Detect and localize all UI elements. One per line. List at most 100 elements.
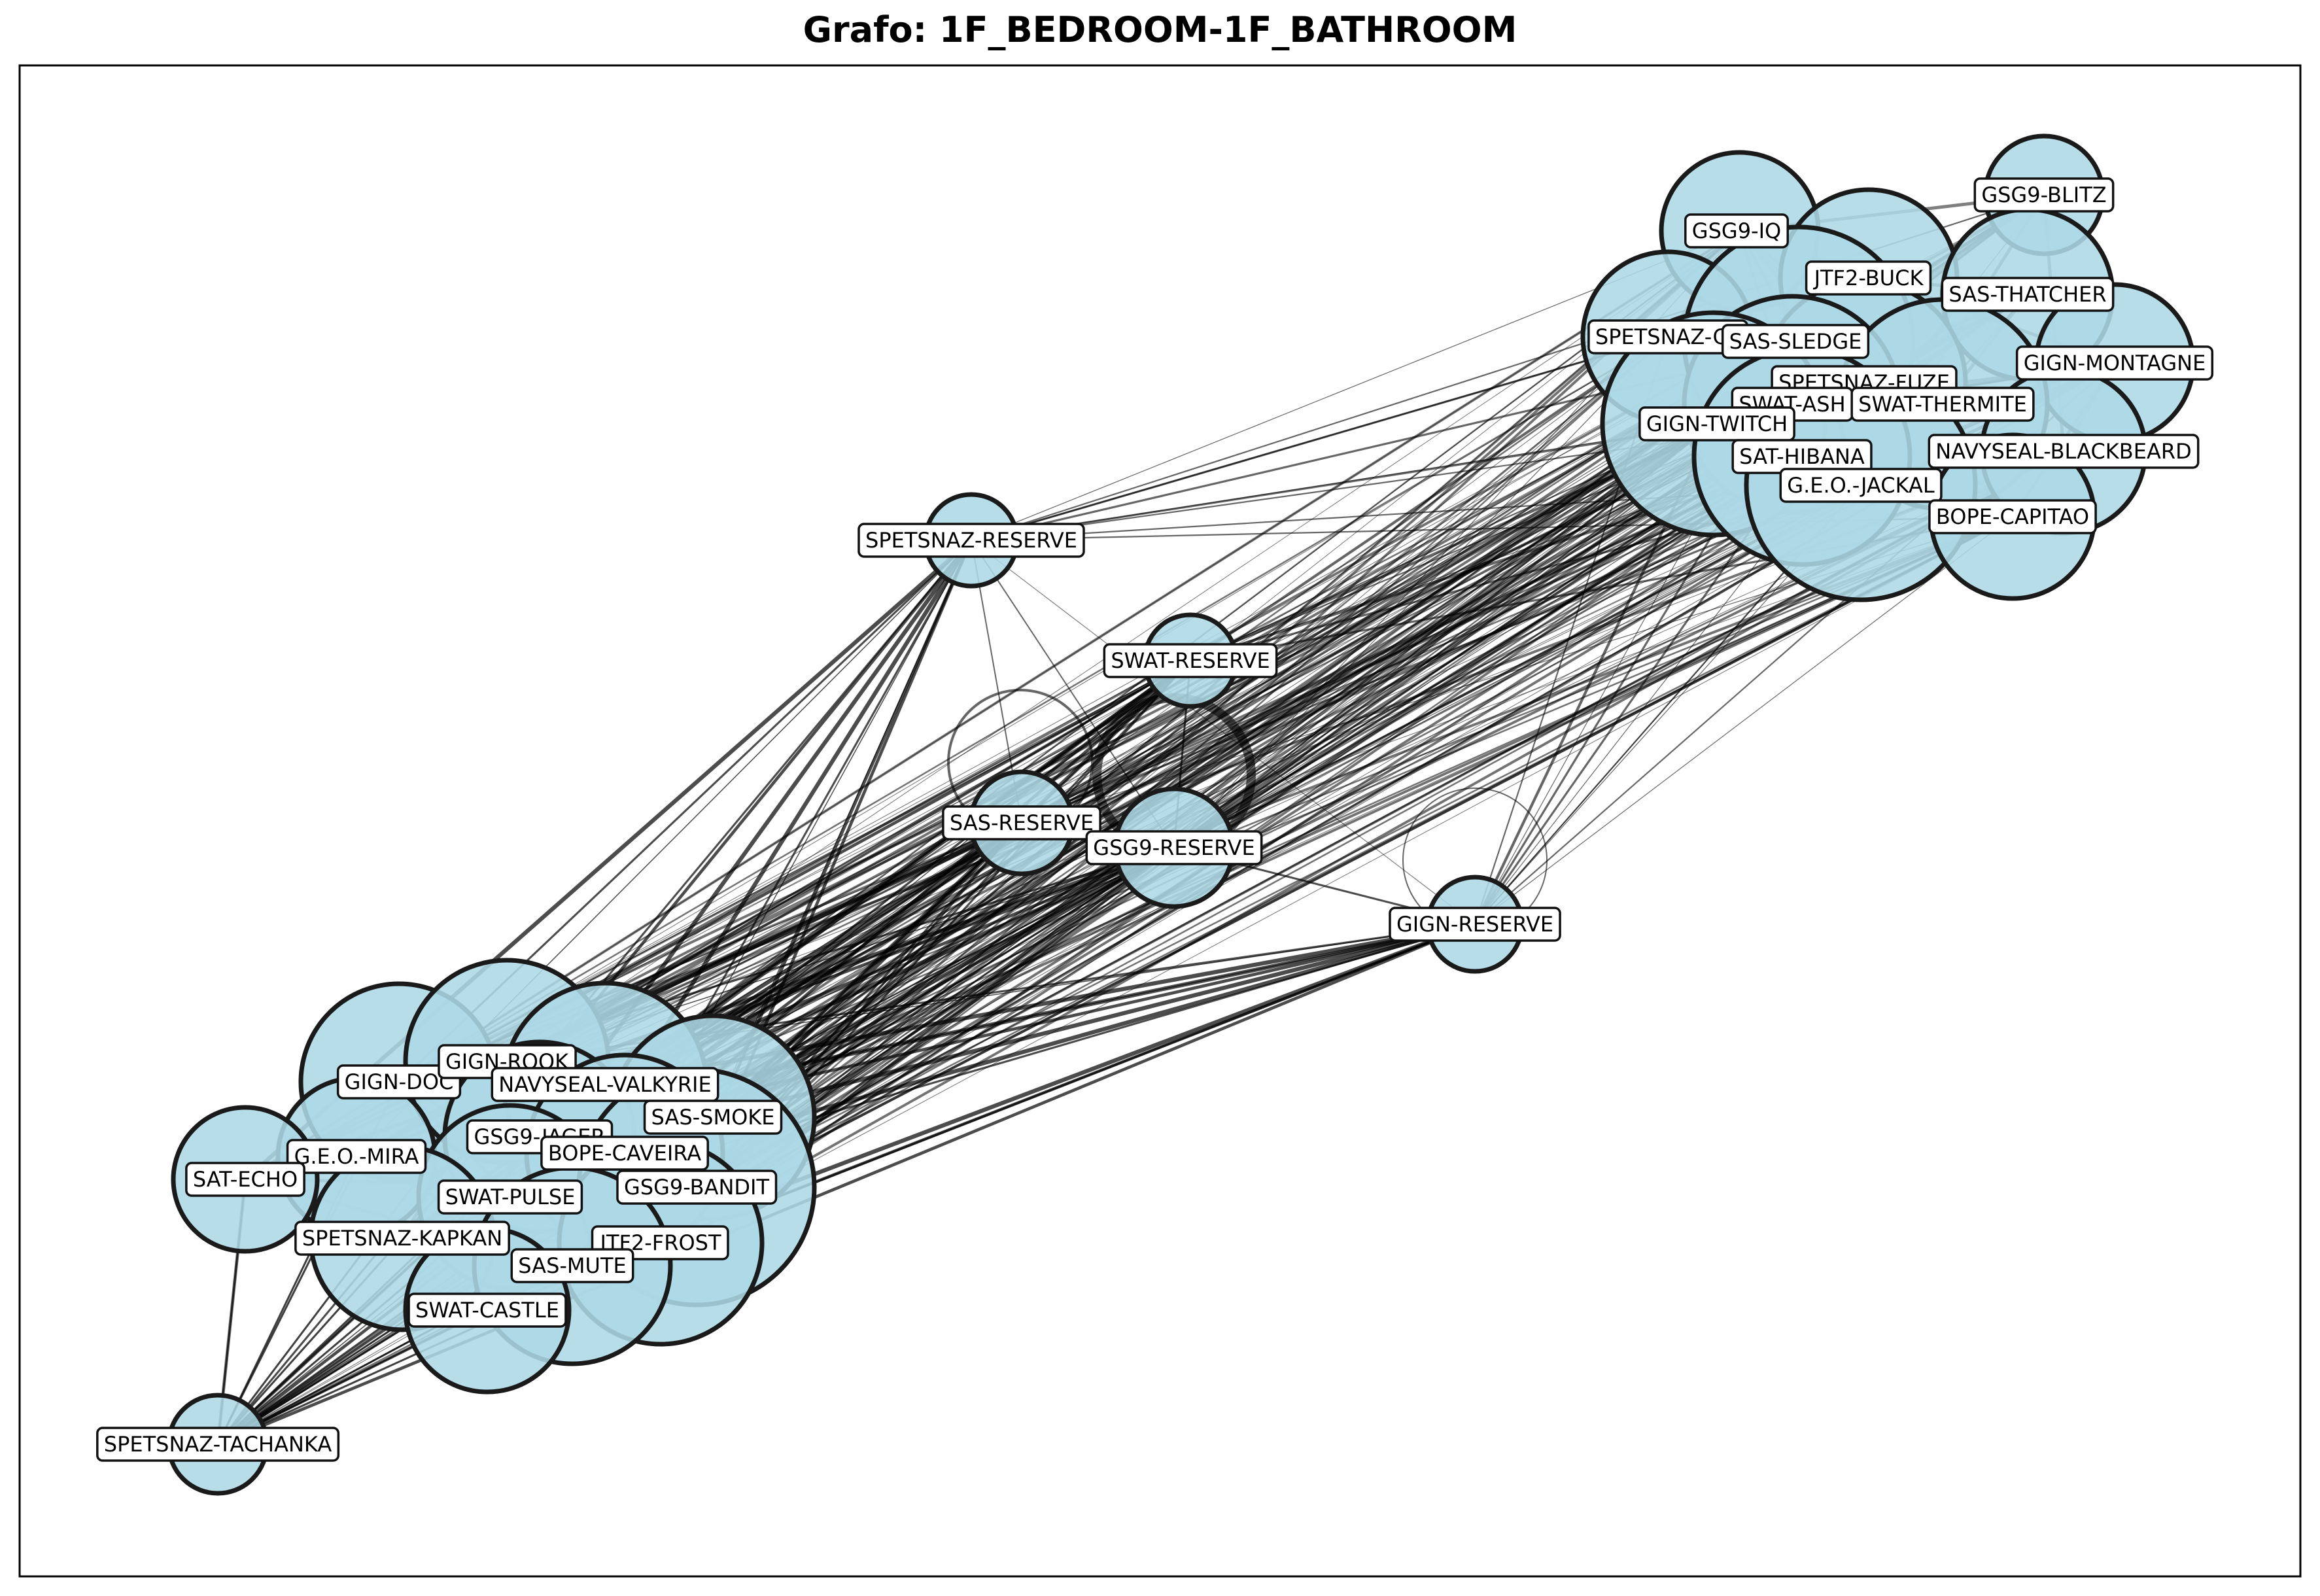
edge-SWAT-RESERVE-SPETSNAZ-GLAZ bbox=[1189, 336, 1669, 662]
node-label-text: SAT-HIBANA bbox=[1739, 444, 1865, 469]
edge-GSG9-RESERVE-SPETSNAZ-GLAZ bbox=[1173, 336, 1669, 848]
node-label-G.E.O.-MIRA: G.E.O.-MIRA bbox=[286, 1139, 427, 1174]
node-label-SAS-SMOKE: SAS-SMOKE bbox=[643, 1100, 783, 1135]
figure-title: Grafo: 1F_BEDROOM-1F_BATHROOM bbox=[803, 9, 1517, 50]
node-label-text: SAS-SMOKE bbox=[651, 1105, 775, 1130]
edge-GIGN-RESERVE-SAS-SMOKE bbox=[712, 922, 1476, 1120]
node-label-text: SAS-RESERVE bbox=[950, 810, 1094, 835]
node-labels-layer: GSG9-BLITZ GSG9-IQ JTF2-BUCK SAS-THATCHER SP… bbox=[96, 177, 2214, 1462]
node-label-box bbox=[1941, 277, 2115, 312]
edge-SAS-RESERVE-GIGN-TWITCH bbox=[1021, 423, 1714, 824]
node-label-text: SWAT-PULSE bbox=[445, 1185, 576, 1209]
node-label-GSG9-IQ: GSG9-IQ bbox=[1684, 213, 1789, 249]
node-label-SAS-SLEDGE: SAS-SLEDGE bbox=[1721, 324, 1870, 359]
node-label-GSG9-BANDIT: GSG9-BANDIT bbox=[616, 1170, 778, 1205]
node-label-box bbox=[336, 1064, 462, 1100]
node-label-text: SAT-ECHO bbox=[193, 1167, 298, 1192]
node-label-GIGN-MONTAGNE: GIGN-MONTAGNE bbox=[2015, 345, 2214, 381]
node-label-box bbox=[1928, 434, 2200, 469]
node-label-box bbox=[294, 1221, 510, 1256]
edge-GSG9-RESERVE-GIGN-TWITCH bbox=[1173, 423, 1714, 849]
node-label-SAS-MUTE: SAS-MUTE bbox=[510, 1248, 634, 1283]
node-label-text: NAVYSEAL-VALKYRIE bbox=[498, 1072, 711, 1097]
node-label-G.E.O.-JACKAL: G.E.O.-JACKAL bbox=[1779, 468, 1943, 503]
node-label-box bbox=[1638, 406, 1795, 442]
node-label-text: NAVYSEAL-BLACKBEARD bbox=[1935, 439, 2191, 464]
node-label-GSG9-BLITZ: GSG9-BLITZ bbox=[1973, 177, 2115, 213]
node-label-text: GSG9-IQ bbox=[1692, 218, 1781, 243]
node-label-BOPE-CAVEIRA: BOPE-CAVEIRA bbox=[540, 1136, 709, 1171]
node-label-text: SPETSNAZ-TACHANKA bbox=[104, 1432, 332, 1457]
node-label-text: SWAT-CASTLE bbox=[415, 1298, 559, 1323]
edge-SPETSNAZ-RESERVE-GIGN-RESERVE bbox=[971, 540, 1476, 925]
node-label-GSG9-RESERVE: GSG9-RESERVE bbox=[1085, 830, 1263, 865]
node-label-box bbox=[185, 1162, 305, 1197]
node-label-text: SPETSNAZ-GL bbox=[1595, 324, 1740, 349]
node-label-NAVYSEAL-BLACKBEARD: NAVYSEAL-BLACKBEARD bbox=[1928, 434, 2200, 469]
node-label-text: G.E.O.-MIRA bbox=[294, 1144, 419, 1169]
node-label-text: GSG9-RESERVE bbox=[1093, 835, 1255, 860]
edge-BOPE-CAPITAO-NAVYSEAL-VALKYRIE bbox=[604, 515, 2013, 1086]
node-label-box bbox=[286, 1139, 427, 1174]
node-label-box bbox=[96, 1427, 340, 1462]
node-label-box bbox=[1928, 499, 2097, 534]
node-label-box bbox=[407, 1292, 567, 1328]
node-label-SAS-RESERVE: SAS-RESERVE bbox=[942, 805, 1101, 841]
node-label-text: GSG9-BANDIT bbox=[624, 1175, 770, 1200]
node-label-SPETSNAZ-RESERVE: SPETSNAZ-RESERVE bbox=[857, 523, 1085, 558]
node-label-box bbox=[1721, 324, 1870, 359]
node-label-text: JTF2-BUCK bbox=[1813, 266, 1924, 290]
node-label-GIGN-RESERVE: GIGN-RESERVE bbox=[1389, 907, 1561, 942]
node-label-text: BOPE-CAVEIRA bbox=[548, 1141, 701, 1166]
node-label-BOPE-CAPITAO: BOPE-CAPITAO bbox=[1928, 499, 2097, 534]
node-label-JTF2-BUCK: JTF2-BUCK bbox=[1805, 260, 1932, 296]
node-label-box bbox=[857, 523, 1085, 558]
node-label-text: SAS-MUTE bbox=[518, 1253, 626, 1278]
node-label-box bbox=[1103, 643, 1278, 678]
node-label-SAT-ECHO: SAT-ECHO bbox=[185, 1162, 305, 1197]
node-label-box bbox=[1779, 468, 1943, 503]
node-label-box bbox=[1805, 260, 1932, 296]
node-label-box bbox=[643, 1100, 783, 1135]
node-label-GIGN-DOC: GIGN-DOC bbox=[336, 1064, 462, 1100]
node-label-text: GIGN-RESERVE bbox=[1396, 912, 1553, 937]
node-label-SPETSNAZ-GLAZ: SPETSNAZ-GL bbox=[1587, 319, 1749, 355]
node-label-text: GSG9-BLITZ bbox=[1981, 182, 2106, 207]
node-label-SPETSNAZ-TACHANKA: SPETSNAZ-TACHANKA bbox=[96, 1427, 340, 1462]
node-label-box bbox=[540, 1136, 709, 1171]
node-label-box bbox=[1850, 387, 2035, 422]
edge-SPETSNAZ-RESERVE-SPETSNAZ-GLAZ bbox=[971, 336, 1669, 542]
node-label-text: SPETSNAZ-RESERVE bbox=[865, 528, 1077, 553]
node-label-SAT-HIBANA: SAT-HIBANA bbox=[1731, 439, 1873, 474]
edge-SPETSNAZ-RESERVE-GIGN-TWITCH bbox=[971, 423, 1714, 541]
node-label-NAVYSEAL-VALKYRIE: NAVYSEAL-VALKYRIE bbox=[491, 1067, 719, 1102]
node-label-text: SWAT-RESERVE bbox=[1111, 648, 1270, 673]
node-label-text: SAS-THATCHER bbox=[1948, 282, 2106, 307]
node-label-text: SPETSNAZ-KAPKAN bbox=[302, 1226, 502, 1251]
node-label-SPETSNAZ-KAPKAN: SPETSNAZ-KAPKAN bbox=[294, 1221, 510, 1256]
node-label-box bbox=[510, 1248, 634, 1283]
edge-SPETSNAZ-GLAZ-GIGN-DOC bbox=[398, 336, 1669, 1083]
node-label-SWAT-THERMITE: SWAT-THERMITE bbox=[1850, 387, 2035, 422]
node-label-box bbox=[1085, 830, 1263, 865]
node-label-box bbox=[1973, 177, 2115, 213]
edge-SPETSNAZ-RESERVE-GSG9-RESERVE bbox=[971, 540, 1175, 848]
node-label-box bbox=[1389, 907, 1561, 942]
node-label-GIGN-TWITCH: GIGN-TWITCH bbox=[1638, 406, 1795, 442]
node-label-text: SWAT-THERMITE bbox=[1858, 392, 2027, 417]
node-label-SAS-THATCHER: SAS-THATCHER bbox=[1941, 277, 2115, 312]
node-label-box bbox=[437, 1179, 583, 1215]
node-label-SWAT-RESERVE: SWAT-RESERVE bbox=[1103, 643, 1278, 678]
node-label-text: SAS-SLEDGE bbox=[1729, 329, 1862, 354]
node-label-text: G.E.O.-JACKAL bbox=[1787, 473, 1935, 498]
node-label-text: GIGN-MONTAGNE bbox=[2024, 351, 2206, 375]
node-label-SWAT-PULSE: SWAT-PULSE bbox=[437, 1179, 583, 1215]
edge-SAS-RESERVE-G.E.O.-JACKAL bbox=[1021, 484, 1861, 824]
node-label-box bbox=[616, 1170, 778, 1205]
node-label-box bbox=[1684, 213, 1789, 249]
node-label-box bbox=[491, 1067, 719, 1102]
node-label-text: BOPE-CAPITAO bbox=[1936, 504, 2089, 529]
edge-BOPE-CAPITAO-JTF2-FROST bbox=[660, 516, 2013, 1243]
node-label-box bbox=[942, 805, 1101, 841]
